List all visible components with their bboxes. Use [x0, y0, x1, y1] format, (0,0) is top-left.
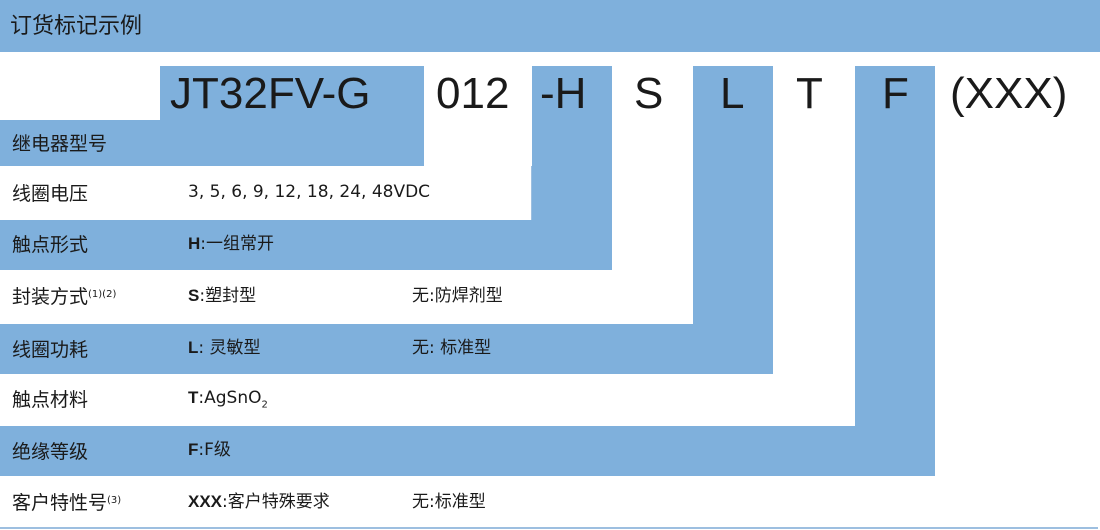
page-title: 订货标记示例: [10, 14, 143, 39]
row-value-package: S:塑封型: [188, 286, 257, 306]
row-value-coil-power: L: 灵敏型: [188, 338, 261, 358]
coil-voltage-row-outline: [0, 166, 532, 220]
row-value2-coil-power: 无: 标准型: [412, 338, 492, 358]
row-label-contact-form: 触点形式: [12, 234, 89, 256]
row-value2-customer-code: 无:标准型: [412, 492, 486, 512]
row-value-insulation: F:F级: [188, 440, 231, 460]
code-material: T: [796, 69, 823, 118]
row-label-customer-code: 客户特性号(3): [12, 492, 122, 514]
row-band-model: [0, 120, 424, 166]
code-seal: S: [634, 69, 664, 118]
row-label-contact-material: 触点材料: [12, 389, 89, 411]
code-model: JT32FV-G: [170, 69, 371, 118]
code-insulation: F: [882, 69, 909, 118]
connector-power: [693, 66, 773, 374]
code-coil: 012: [436, 69, 510, 118]
row-label-insulation: 绝缘等级: [12, 441, 89, 463]
row-label-model: 继电器型号: [12, 133, 108, 155]
row-value-contact-form: H:一组常开: [188, 234, 275, 254]
row-band-contact: [0, 220, 612, 270]
row-label-coil-power: 线圈功耗: [12, 339, 89, 361]
model-box: [160, 66, 424, 122]
code-special: (XXX): [950, 69, 1068, 118]
row-value-contact-material: T:AgSnO2: [188, 388, 268, 411]
row-label-coil-voltage: 线圈电压: [12, 183, 89, 205]
row-value2-package: 无:防焊剂型: [412, 286, 503, 306]
bottom-border: [0, 527, 1098, 529]
code-power: L: [720, 69, 745, 118]
row-band-power: [0, 324, 773, 374]
connector-insulation: [855, 66, 935, 476]
title-band: [0, 0, 1100, 52]
code-contact: -H: [540, 69, 587, 118]
row-band-insulation: [0, 426, 935, 476]
row-value-customer-code: XXX:客户特殊要求: [188, 492, 330, 512]
row-label-package: 封装方式(1)(2): [12, 286, 117, 308]
row-value-coil-voltage: 3, 5, 6, 9, 12, 18, 24, 48VDC: [188, 182, 431, 202]
